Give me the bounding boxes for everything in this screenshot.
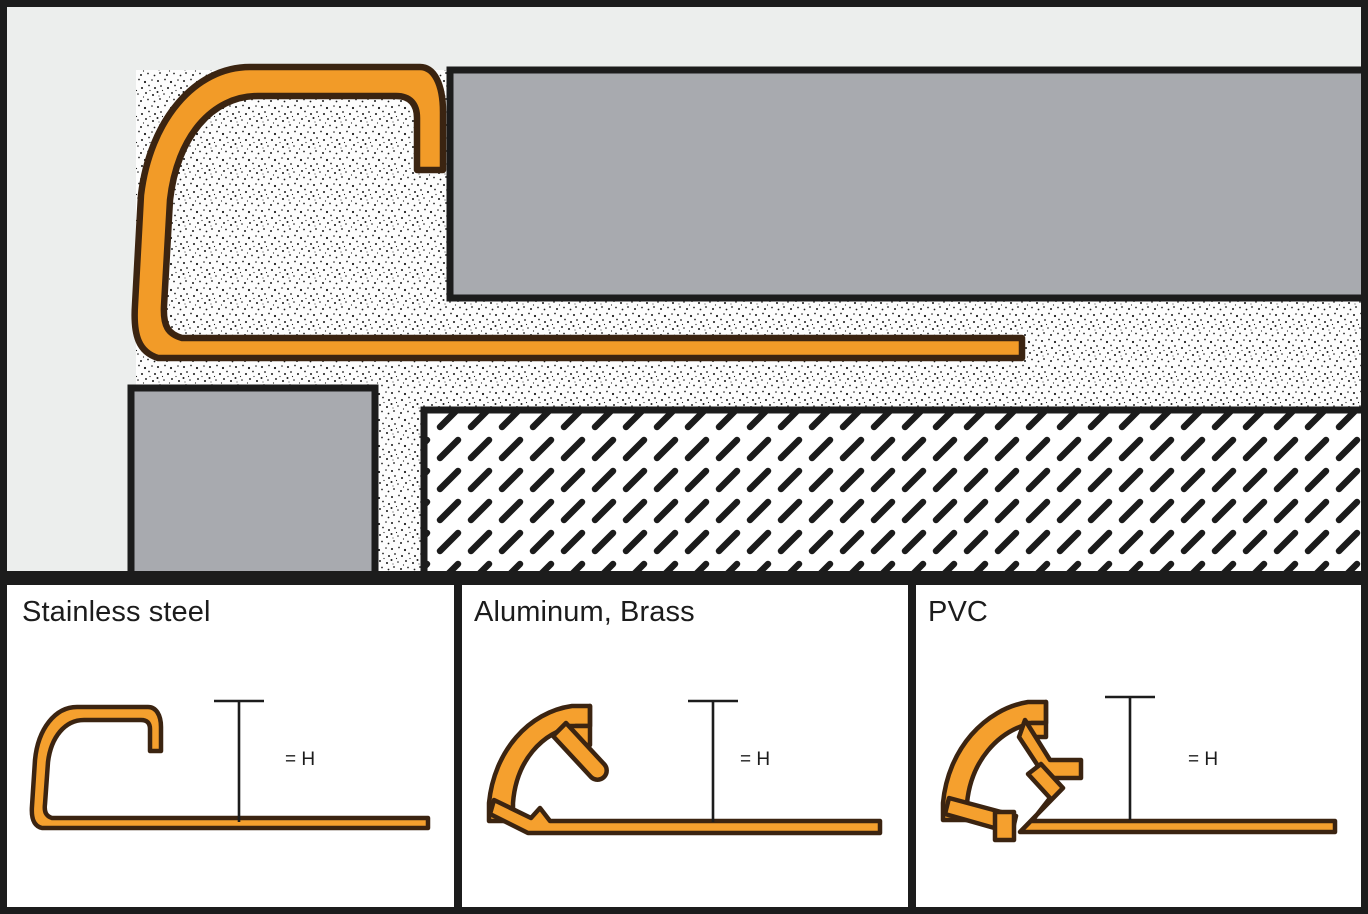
substrate-screed — [420, 406, 1368, 578]
panel-label-pvc: PVC — [928, 596, 988, 628]
profile-shape-pvc — [940, 699, 1338, 843]
main-view-border — [0, 0, 1368, 578]
profile-shape-stainless-steel — [29, 704, 431, 831]
trim-profile-main — [131, 63, 1026, 362]
dimension-label-aluminum-brass: = H — [740, 749, 771, 770]
tile-vertical-face — [127, 384, 379, 578]
panel-frame-stainless-steel[interactable] — [0, 578, 461, 914]
dimension-label-stainless-steel: = H — [285, 749, 316, 770]
dimension-label-pvc: = H — [1188, 749, 1219, 770]
dimension-marker-stainless-steel — [214, 699, 264, 822]
profile-shape-aluminum-brass — [486, 703, 883, 836]
dimension-marker-aluminum-brass — [688, 699, 738, 822]
panel-label-aluminum-brass: Aluminum, Brass — [474, 596, 695, 628]
dimension-marker-pvc — [1105, 695, 1155, 820]
panel-label-stainless-steel: Stainless steel — [22, 596, 211, 628]
tile-covering-top — [446, 66, 1368, 302]
